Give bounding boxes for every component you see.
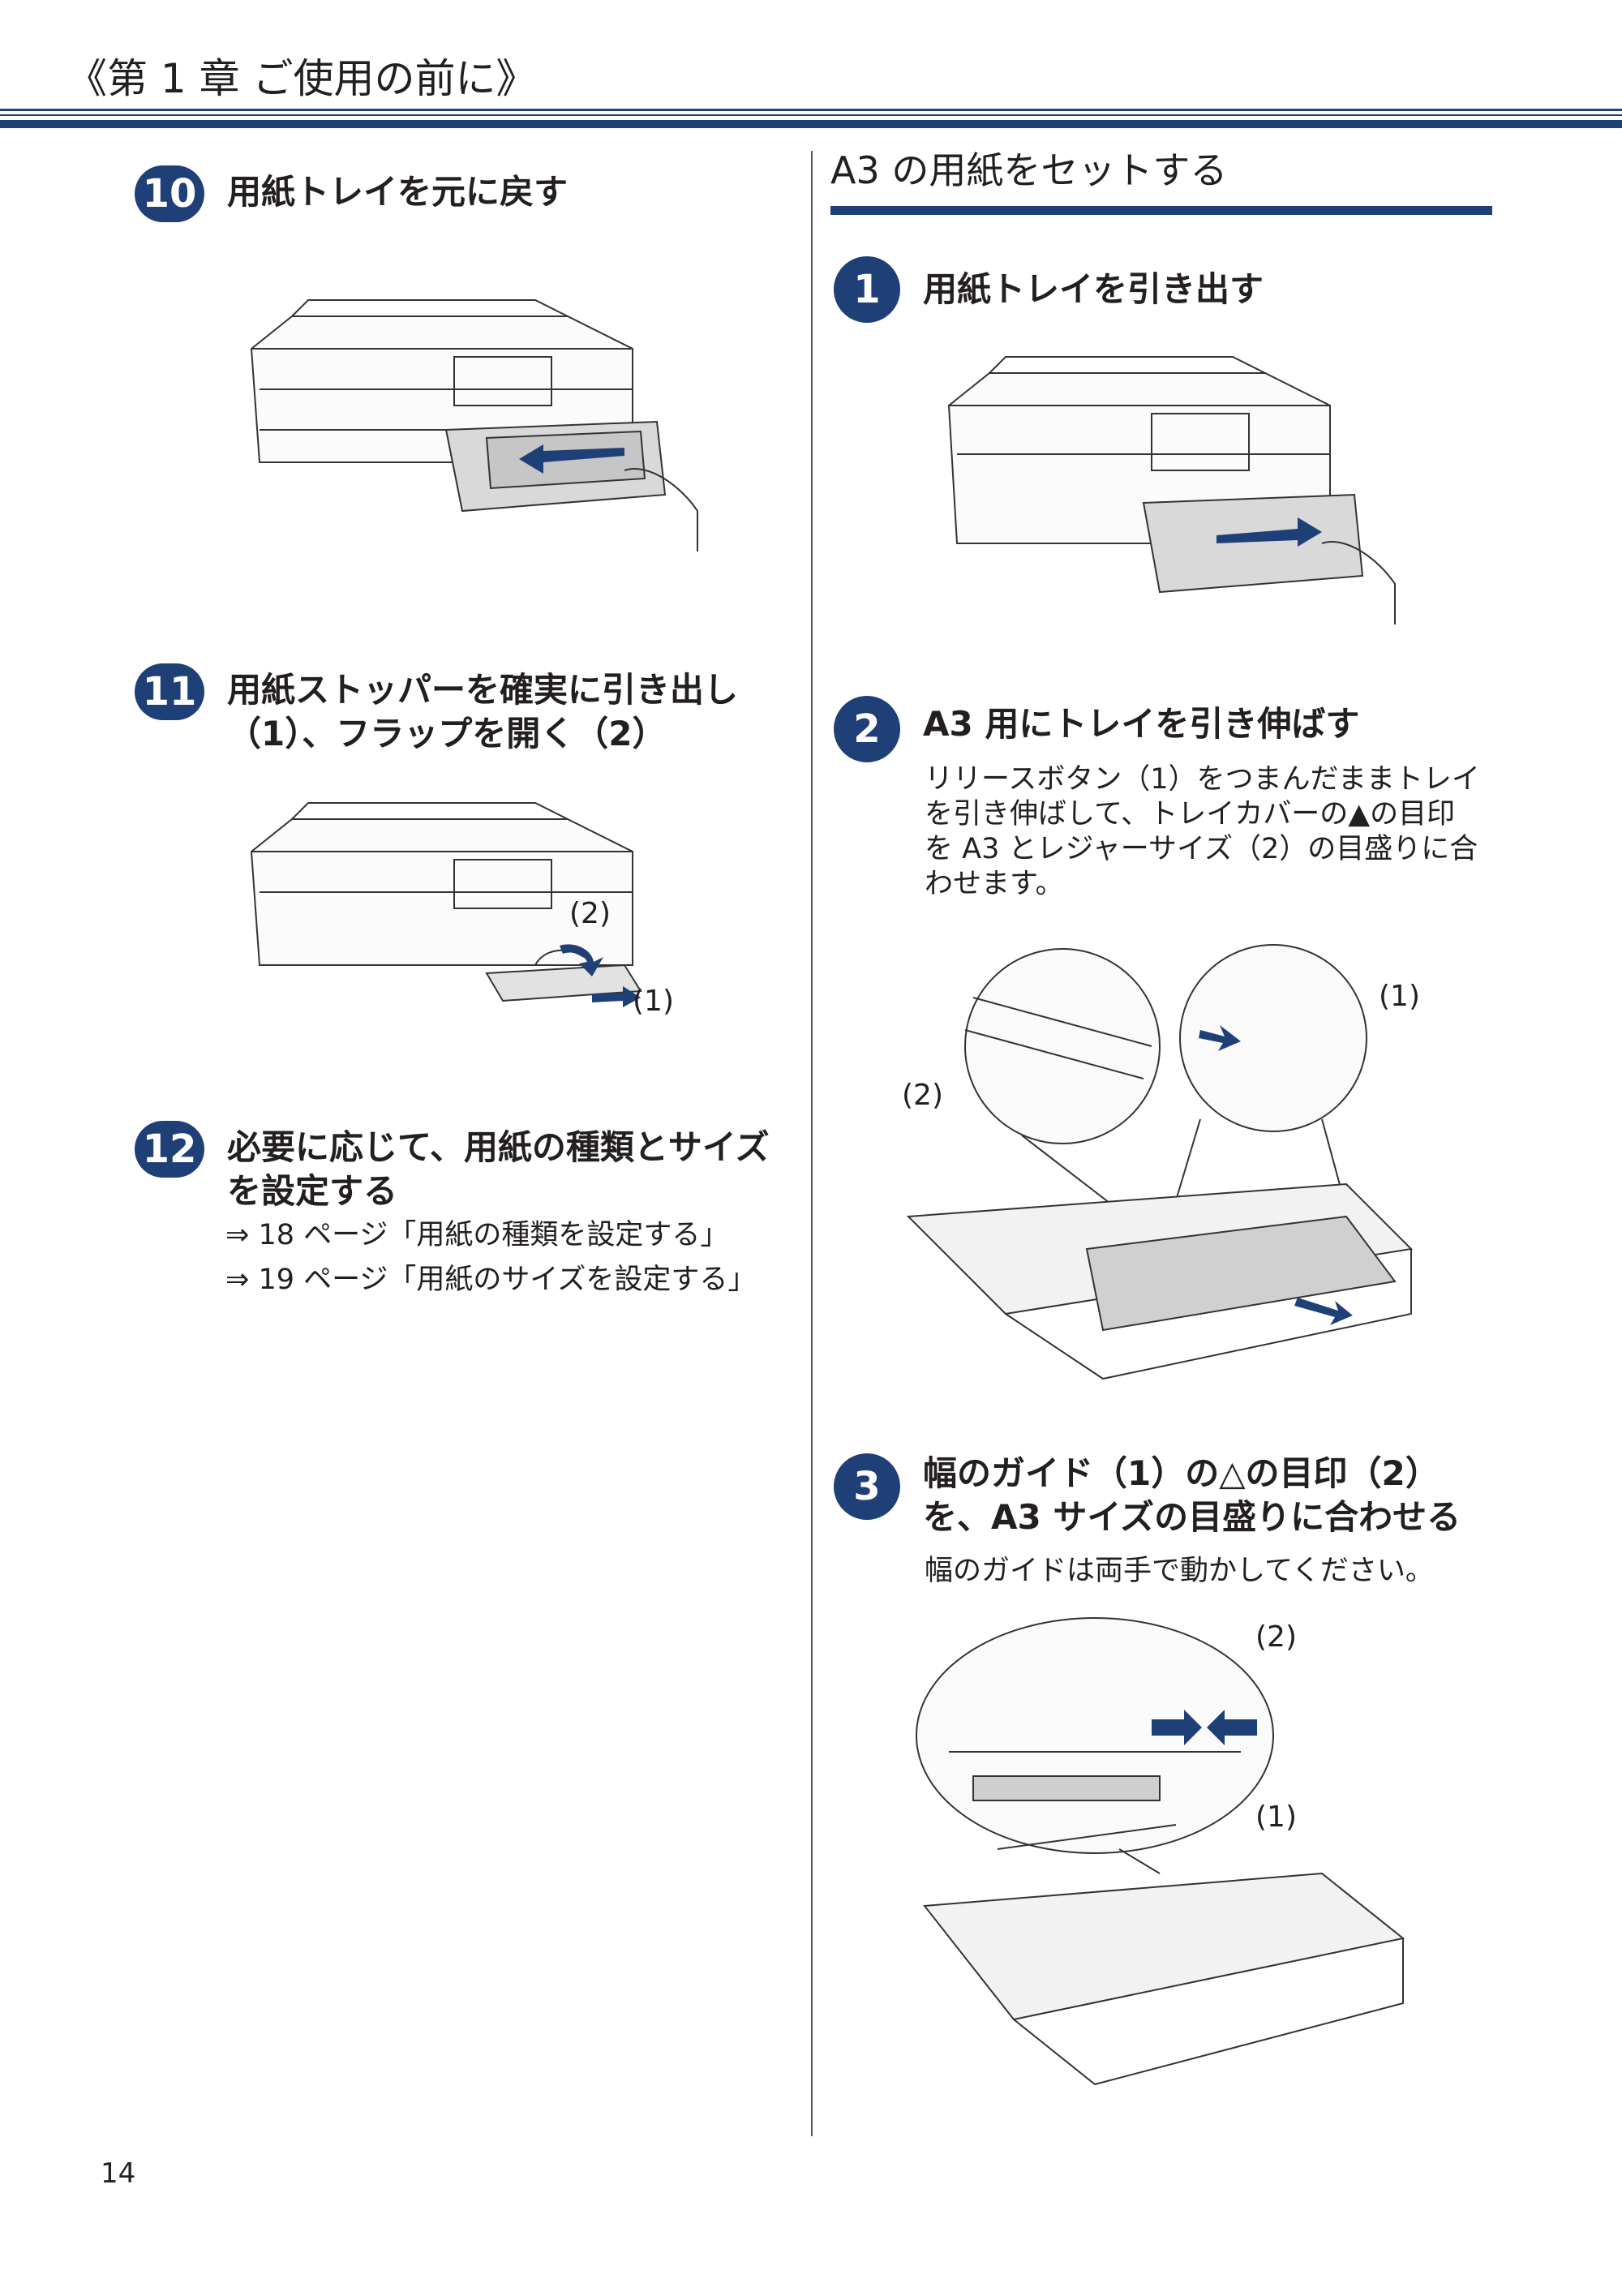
step-title: 用紙トレイを引き出す	[923, 269, 1264, 309]
step-11: 11 用紙ストッパーを確実に引き出し （1）、フラップを開く（2）	[135, 663, 738, 756]
reference-link-paper-size[interactable]: ⇒ 19 ページ「用紙のサイズを設定する」	[225, 1264, 757, 1296]
step-number: 2	[834, 696, 900, 762]
callout-1: (1)	[1379, 980, 1420, 1013]
page-number: 14	[101, 2157, 136, 2190]
step-number: 11	[135, 663, 204, 720]
printer-stopper-flap-illustration	[250, 802, 642, 1007]
width-guide-illustration	[916, 1617, 1405, 2086]
callout-2: (2)	[569, 897, 611, 930]
step-12: 12 必要に応じて、用紙の種類とサイズ を設定する	[135, 1121, 770, 1213]
header-rule-thin-top	[0, 109, 1622, 111]
step-1: 1 用紙トレイを引き出す	[834, 256, 1264, 323]
step-title: A3 用にトレイを引き伸ばす	[923, 704, 1360, 744]
header-rule-thick	[0, 120, 1622, 128]
step-title: 幅のガイド（1）の△の目印（2） を、A3 サイズの目盛りに合わせる	[923, 1453, 1461, 1537]
tray-extend-illustration	[906, 944, 1414, 1380]
callout-1: (1)	[1255, 1800, 1297, 1834]
section-title: A3 の用紙をセットする	[830, 148, 1228, 192]
step-10: 10 用紙トレイを元に戻す	[135, 165, 568, 222]
section-rule	[830, 206, 1492, 215]
chapter-header: 《第 1 章 ご使用の前に》	[67, 55, 537, 102]
step-2-description: リリースボタン（1）をつまんだままトレイ を引き伸ばして、トレイカバーの▲の目印…	[925, 763, 1480, 900]
printer-insert-tray-illustration	[250, 299, 698, 551]
step-3-description: 幅のガイドは両手で動かしてください。	[925, 1555, 1434, 1587]
printer-pull-tray-illustration	[947, 356, 1396, 624]
callout-2: (2)	[1255, 1620, 1297, 1654]
header-rule-thin-2	[0, 114, 1622, 116]
callout-2: (2)	[902, 1079, 943, 1112]
step-number: 3	[834, 1453, 900, 1520]
step-title: 用紙トレイを元に戻す	[227, 172, 569, 212]
column-divider	[811, 151, 813, 2136]
step-number: 1	[834, 256, 900, 323]
step-title: 用紙ストッパーを確実に引き出し （1）、フラップを開く（2）	[227, 670, 739, 753]
step-3: 3 幅のガイド（1）の△の目印（2） を、A3 サイズの目盛りに合わせる	[834, 1453, 1461, 1539]
reference-list: ⇒ 18 ページ「用紙の種類を設定する」 ⇒ 19 ページ「用紙のサイズを設定す…	[225, 1218, 756, 1298]
step-number: 10	[135, 165, 204, 222]
step-2: 2 A3 用にトレイを引き伸ばす	[834, 696, 1359, 762]
reference-link-paper-type[interactable]: ⇒ 18 ページ「用紙の種類を設定する」	[225, 1219, 729, 1251]
step-number: 12	[135, 1121, 204, 1178]
step-title: 必要に応じて、用紙の種類とサイズ を設定する	[227, 1127, 770, 1211]
callout-1: (1)	[633, 985, 674, 1018]
